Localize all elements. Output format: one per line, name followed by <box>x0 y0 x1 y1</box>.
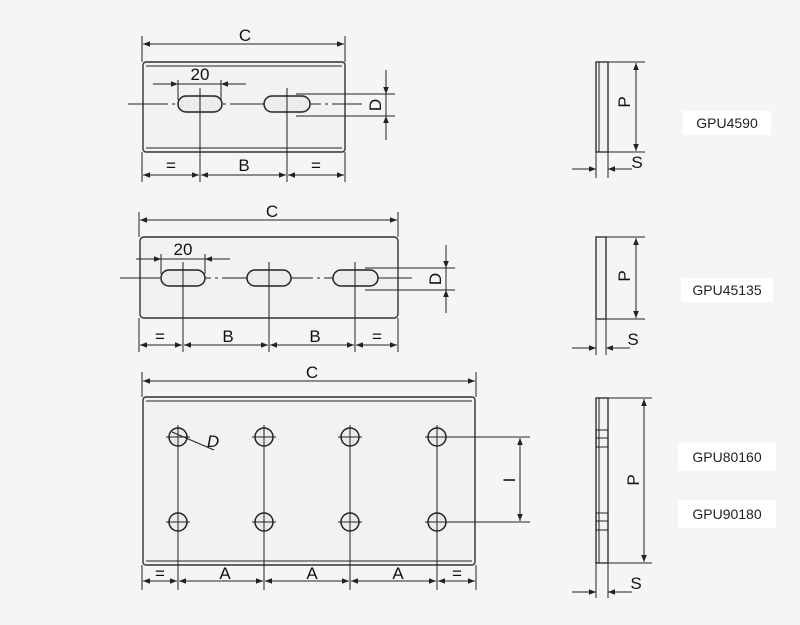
dim-edge-label: = <box>311 156 321 175</box>
dim-b-label: B <box>222 327 233 346</box>
product-code: GPU4590 <box>696 115 758 131</box>
plate-gpu45135-front-view: C 20 D = B B = <box>120 202 455 352</box>
dim-d-label: D <box>426 273 445 285</box>
dim-c-label: C <box>239 26 251 45</box>
dim-edge-label: = <box>166 156 176 175</box>
product-code: GPU90180 <box>692 506 761 522</box>
dim-i-label: I <box>500 478 519 483</box>
dim-a-label: A <box>219 564 231 583</box>
dim-s-label: S <box>627 330 638 349</box>
dim-a-label: A <box>306 564 318 583</box>
dim-slot-label: 20 <box>174 240 193 259</box>
dim-c-label: C <box>266 202 278 221</box>
plate-gpu4590-front-view: C 20 D = B = <box>128 26 395 182</box>
dim-edge-label: = <box>155 327 165 346</box>
dim-edge-label: = <box>372 327 382 346</box>
plate-gpu4590-side-view: P S <box>572 61 645 178</box>
dim-edge-label: = <box>155 564 165 583</box>
plate-gpu45135-side-view: P S <box>572 236 645 355</box>
dim-edge-label: = <box>452 564 462 583</box>
dim-p-label: P <box>624 474 643 485</box>
plate-gpu80160-front-view: D C I = A A A = <box>141 363 530 590</box>
product-code: GPU80160 <box>692 449 761 465</box>
product-code: GPU45135 <box>692 282 761 298</box>
dim-slot-label: 20 <box>191 65 210 84</box>
dim-s-label: S <box>630 574 641 593</box>
dim-b-label: B <box>309 327 320 346</box>
dim-c-label: C <box>306 363 318 382</box>
plate-gpu80160-side-view: P S <box>572 397 652 598</box>
dim-p-label: P <box>615 270 634 281</box>
dim-b-label: B <box>238 156 249 175</box>
dim-d-label: D <box>366 99 385 111</box>
dim-p-label: P <box>615 96 634 107</box>
dim-s-label: S <box>631 153 642 172</box>
dim-d-label: D <box>207 432 219 451</box>
dim-a-label: A <box>392 564 404 583</box>
